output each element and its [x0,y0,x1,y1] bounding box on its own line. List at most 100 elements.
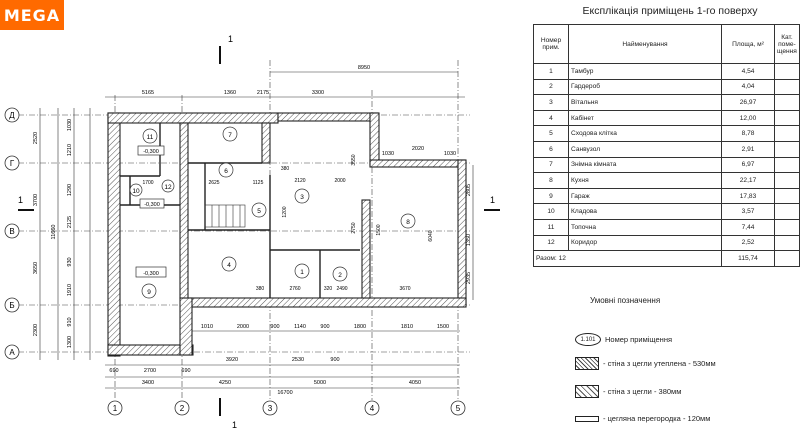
room-number: 4 [227,262,231,269]
legend-insulated-wall: - стіна з цегли утеплена - 530мм [575,357,716,370]
room-number-symbol-icon: 1.101 [575,333,601,346]
dim-right: 1350 [466,234,472,246]
dim-bottom: 3920 [226,357,238,363]
dim-inner: 2625 [208,180,219,186]
dim-inner: 1200 [282,206,288,217]
dim-left-total: 11660 [51,225,57,240]
dim-top: 1030 [444,151,456,157]
room-number: 6 [224,168,228,175]
dim-left-inner: 930 [67,257,73,266]
axis-col-2: 2 [180,404,185,413]
dim-left: 3650 [33,262,39,274]
dim-left-inner: 1210 [67,144,73,156]
section-mark-right: 1 [490,195,495,205]
dim-bottom: 690 [109,368,118,374]
dim-right: 2935 [466,272,472,284]
dim-left-inner: 1290 [67,184,73,196]
room-number: 10 [132,188,140,195]
axis-row-v: В [9,227,14,236]
room-number: 1 [300,269,304,276]
dim-inner-bottom: 1810 [401,324,413,330]
partition-swatch-icon [575,415,599,422]
dim-bottom: 690 [181,368,190,374]
axis-col-1: 1 [113,404,118,413]
dim-inner: 2120 [294,178,305,184]
dim-inner-bottom: 1140 [294,324,306,330]
dim-inner-bottom: 900 [270,324,279,330]
brand-logo: MEGA [0,0,64,30]
section-mark-bottom: 1 [232,420,237,430]
dim-inner: 2490 [336,286,347,292]
dim-left-inner: 2125 [67,216,73,228]
dim-inner: 320 [324,286,333,292]
dim-left: 3700 [33,194,39,206]
axis-row-g: Г [10,159,15,168]
room-level: -0,300 [144,202,160,208]
room-number: 5 [257,208,261,215]
dim-inner: 2000 [334,178,345,184]
floor-plan-drawing: 1 1 1 1 Д Г В Б А 1 2 3 4 5 8950 5165 13… [4,34,500,430]
rooms-table: Номер прим. Найменування Площа, м² Кат. … [533,24,800,267]
axis-col-3: 3 [268,404,273,413]
room-number: 12 [164,184,172,191]
axis-row-d: Д [9,111,15,120]
dim-inner: 6040 [428,230,434,241]
dim-top: 2020 [412,146,424,152]
dim-inner-bottom: 2000 [237,324,249,330]
dim-inner-bottom: 1010 [201,324,213,330]
legend-brick-wall: - стіна з цегли - 380мм [575,385,681,398]
dim-bottom: 2530 [292,357,304,363]
dim-inner: 380 [281,166,290,172]
dim-inner: 380 [256,286,265,292]
table-title: Експлікація приміщень 1-го поверху [582,5,758,17]
dim-inner: 3670 [399,286,410,292]
brick-wall-swatch-icon [575,385,599,398]
legend-partition: - цегляна перегородка - 120мм [575,414,710,423]
room-number: 8 [406,219,410,226]
dim-top: 1360 [224,90,236,96]
col-header-no: Номер прим. [533,24,569,64]
room-number: 11 [147,134,154,141]
dim-top: 2175 [257,90,269,96]
dim-inner: 2760 [289,286,300,292]
room-level: -0,300 [143,149,159,155]
dim-inner: 2750 [351,222,357,233]
dim-top: 1030 [382,151,394,157]
dim-top: 3300 [312,90,324,96]
axis-col-4: 4 [370,404,375,413]
col-header-name: Найменування [568,24,722,64]
dim-left: 2520 [33,132,39,144]
dim-bottom: 4250 [219,380,231,386]
dim-top-total: 8950 [358,65,370,71]
dim-bottom: 3400 [142,380,154,386]
dim-left-inner: 910 [67,317,73,326]
legend-room-number: 1.101 Номер приміщення [575,333,672,346]
dim-top: 5165 [142,90,154,96]
dim-inner: 3550 [351,154,357,165]
axis-row-b: Б [9,301,14,310]
dim-bottom: 4050 [409,380,421,386]
dim-bottom: 2700 [144,368,156,374]
dim-inner-bottom: 900 [320,324,329,330]
dim-inner: 1500 [376,224,382,235]
section-mark-top: 1 [228,34,233,44]
insulated-wall-swatch-icon [575,357,599,370]
dim-left-inner: 1300 [67,336,73,348]
col-header-category: Кат. поме-щення [774,24,800,64]
room-number: 7 [228,132,232,139]
dim-left-inner: 1910 [67,284,73,296]
dim-bottom: 5000 [314,380,326,386]
legend-title: Умовні позначення [590,296,661,305]
room-level: -0,300 [143,271,159,277]
